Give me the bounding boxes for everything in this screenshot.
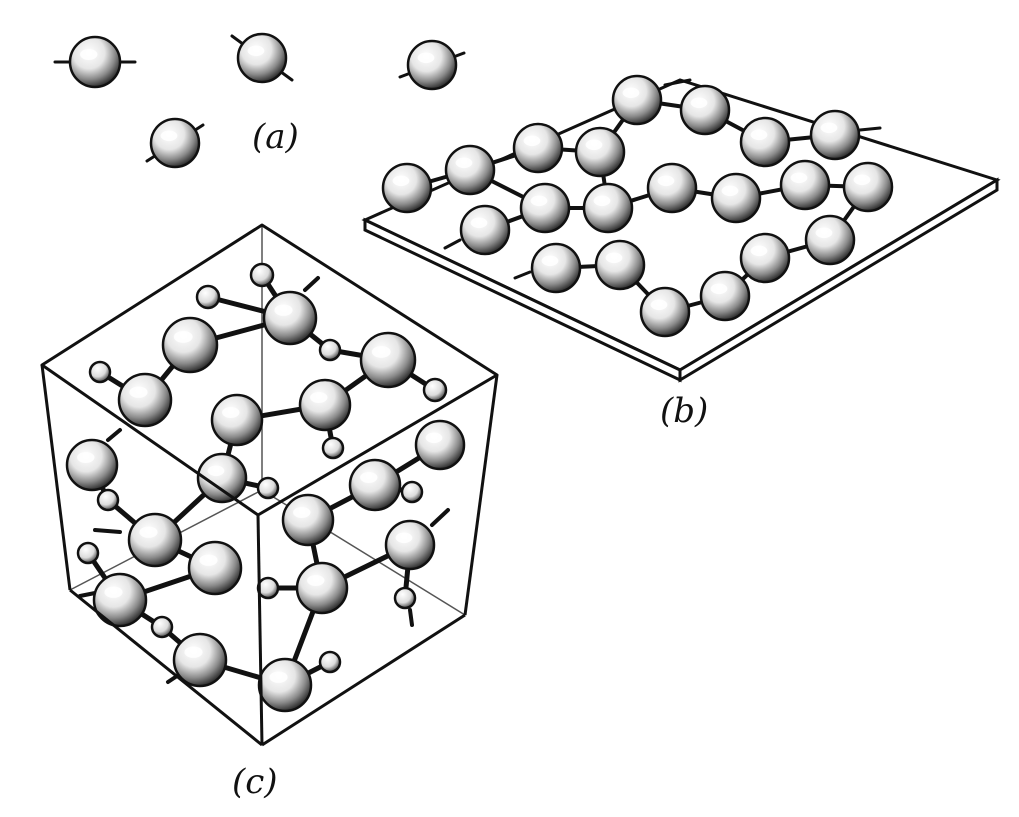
panel-c-atom xyxy=(384,519,436,571)
panel-b-atom xyxy=(574,126,626,178)
panel-c-small-atom xyxy=(256,576,280,600)
panel-b-atom xyxy=(739,116,791,168)
panel-a-atom xyxy=(149,117,201,169)
panel-b-atom xyxy=(639,286,691,338)
panel-b-atom xyxy=(804,214,856,266)
panel-c-small-atom xyxy=(393,586,417,610)
panel-b-atom xyxy=(679,84,731,136)
panel-c-atoms xyxy=(65,262,466,713)
panel-b-atom xyxy=(512,122,564,174)
panel-c-small-atom xyxy=(318,650,342,674)
panel-c-bond xyxy=(408,608,414,627)
panel-b-planar-network xyxy=(361,74,1001,383)
panel-a-atom xyxy=(68,35,122,89)
panel-c-atom xyxy=(117,372,173,428)
panel-b-atom xyxy=(710,172,762,224)
panel-c-small-atom xyxy=(249,262,275,288)
panel-c-small-atom xyxy=(422,377,448,403)
panel-b-atom xyxy=(530,242,582,294)
panel-c-3d-network xyxy=(40,223,499,747)
panel-b-atom xyxy=(594,239,646,291)
panel-c-small-atom xyxy=(96,488,120,512)
panel-b-bond xyxy=(858,126,882,132)
panel-c-small-atom xyxy=(400,480,424,504)
panel-c-atom xyxy=(187,540,243,596)
panel-c-atom xyxy=(281,493,335,547)
panel-label-c: (c) xyxy=(232,762,278,802)
panel-c-atom xyxy=(359,331,417,389)
panel-c-atom xyxy=(348,458,402,512)
panel-c-small-atom xyxy=(318,338,342,362)
panel-c-atom xyxy=(414,419,466,471)
panel-c-atom xyxy=(172,632,228,688)
panel-c-small-atom xyxy=(88,360,112,384)
panel-b-bond xyxy=(443,238,462,250)
panel-c-atom xyxy=(196,452,248,504)
panel-c-atom xyxy=(210,393,264,447)
panel-c-atom xyxy=(92,572,148,628)
panel-b-bond xyxy=(663,78,692,87)
panel-b-atom xyxy=(739,232,791,284)
panel-c-bond xyxy=(93,528,122,534)
panel-c-small-atom xyxy=(256,476,280,500)
panel-c-bond xyxy=(106,428,122,442)
panel-label-a: (a) xyxy=(252,117,299,157)
panel-b-bond xyxy=(513,270,532,280)
panel-c-atom xyxy=(295,561,349,615)
panel-c-bond xyxy=(303,276,320,292)
panel-a-atom xyxy=(406,39,458,91)
panel-b-atoms xyxy=(381,74,894,338)
panel-b-atom xyxy=(646,162,698,214)
panel-c-atom xyxy=(65,438,119,492)
panel-c-atom xyxy=(257,657,313,713)
panel-c-atom xyxy=(262,290,318,346)
panel-c-small-atom xyxy=(195,284,221,310)
panel-c-bond xyxy=(430,508,450,527)
panel-c-atom xyxy=(161,316,219,374)
panel-b-atom xyxy=(699,270,751,322)
panel-c-cube-front-edges xyxy=(40,223,499,747)
panel-a-isolated-atoms xyxy=(53,32,466,169)
panel-c-small-atom xyxy=(150,615,174,639)
panel-b-atom xyxy=(444,144,496,196)
panel-c-small-atom xyxy=(76,541,100,565)
panel-b-atom xyxy=(381,162,433,214)
panel-b-atom xyxy=(809,109,861,161)
panel-c-small-atom xyxy=(321,436,345,460)
panel-label-b: (b) xyxy=(660,391,708,431)
panel-b-atom xyxy=(519,182,571,234)
panel-b-atom xyxy=(459,204,511,256)
panel-b-atom xyxy=(779,159,831,211)
panel-c-atom xyxy=(127,512,183,568)
panel-b-atom xyxy=(582,182,634,234)
panel-a-atom xyxy=(236,32,288,84)
panel-b-atom xyxy=(842,161,894,213)
panel-c-atom xyxy=(298,378,352,432)
panel-b-atom xyxy=(611,74,663,126)
